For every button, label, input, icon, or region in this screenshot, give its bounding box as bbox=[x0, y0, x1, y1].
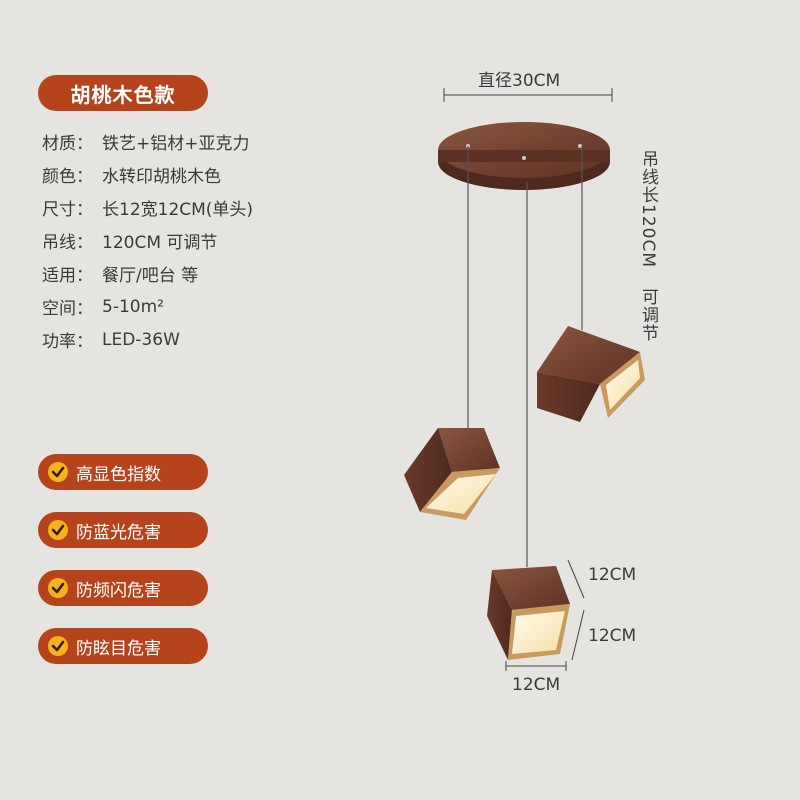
cube-dimension-lines bbox=[505, 559, 585, 671]
feature-badge: 防蓝光危害 bbox=[38, 512, 208, 548]
spec-label: 吊线： bbox=[42, 233, 93, 253]
canopy-diameter-label: 直径30CM bbox=[478, 71, 561, 91]
spec-row-usage: 适用： 餐厅/吧台 等 bbox=[42, 257, 253, 290]
check-icon bbox=[48, 578, 68, 598]
feature-label: 防频闪危害 bbox=[76, 580, 161, 601]
cord-adjustable-label: 可调节 bbox=[638, 288, 658, 342]
canopy-dimension-line bbox=[443, 88, 613, 102]
cube-dimension-label: 12CM bbox=[588, 565, 637, 585]
spec-value: 水转印胡桃木色 bbox=[102, 167, 221, 187]
spec-list: 材质： 铁艺+铝材+亚克力 颜色： 水转印胡桃木色 尺寸： 长12宽12CM(单… bbox=[42, 125, 253, 356]
spec-label: 颜色： bbox=[42, 167, 93, 187]
feature-badge: 高显色指数 bbox=[38, 454, 208, 490]
hanging-cords bbox=[467, 146, 583, 567]
check-icon bbox=[48, 636, 68, 656]
feature-badge: 防眩目危害 bbox=[38, 628, 208, 664]
pendant-cube-left bbox=[404, 428, 500, 520]
feature-badges: 高显色指数 防蓝光危害 防频闪危害 防眩目危害 bbox=[38, 454, 208, 686]
spec-row-material: 材质： 铁艺+铝材+亚克力 bbox=[42, 125, 253, 158]
feature-label: 防蓝光危害 bbox=[76, 522, 161, 543]
spec-label: 材质： bbox=[42, 134, 93, 154]
spec-value: 长12宽12CM(单头) bbox=[102, 200, 254, 220]
spec-value: 餐厅/吧台 等 bbox=[102, 266, 199, 286]
spec-label: 适用： bbox=[42, 266, 93, 286]
spec-value: LED-36W bbox=[102, 329, 180, 350]
cube-dimension-label: 12CM bbox=[512, 675, 561, 695]
product-variant-title: 胡桃木色款 bbox=[38, 75, 208, 111]
spec-label: 尺寸： bbox=[42, 200, 93, 220]
spec-label: 空间： bbox=[42, 299, 93, 319]
cube-dimension-label: 12CM bbox=[588, 626, 637, 646]
feature-label: 高显色指数 bbox=[76, 464, 161, 485]
spec-value: 120CM 可调节 bbox=[102, 233, 218, 253]
spec-row-size: 尺寸： 长12宽12CM(单头) bbox=[42, 191, 253, 224]
spec-label: 功率： bbox=[42, 332, 93, 352]
feature-label: 防眩目危害 bbox=[76, 638, 161, 659]
pendant-cube-bottom bbox=[487, 566, 570, 660]
spec-row-cord: 吊线： 120CM 可调节 bbox=[42, 224, 253, 257]
check-icon bbox=[48, 462, 68, 482]
check-icon bbox=[48, 520, 68, 540]
spec-row-space: 空间： 5-10m² bbox=[42, 290, 253, 323]
spec-value: 铁艺+铝材+亚克力 bbox=[102, 134, 250, 154]
ceiling-canopy bbox=[438, 122, 610, 190]
pendant-cube-right bbox=[537, 326, 645, 422]
spec-value: 5-10m² bbox=[102, 296, 164, 317]
spec-row-color: 颜色： 水转印胡桃木色 bbox=[42, 158, 253, 191]
feature-badge: 防频闪危害 bbox=[38, 570, 208, 606]
cord-length-label: 吊线长120CM bbox=[638, 150, 658, 268]
spec-row-power: 功率： LED-36W bbox=[42, 323, 253, 356]
